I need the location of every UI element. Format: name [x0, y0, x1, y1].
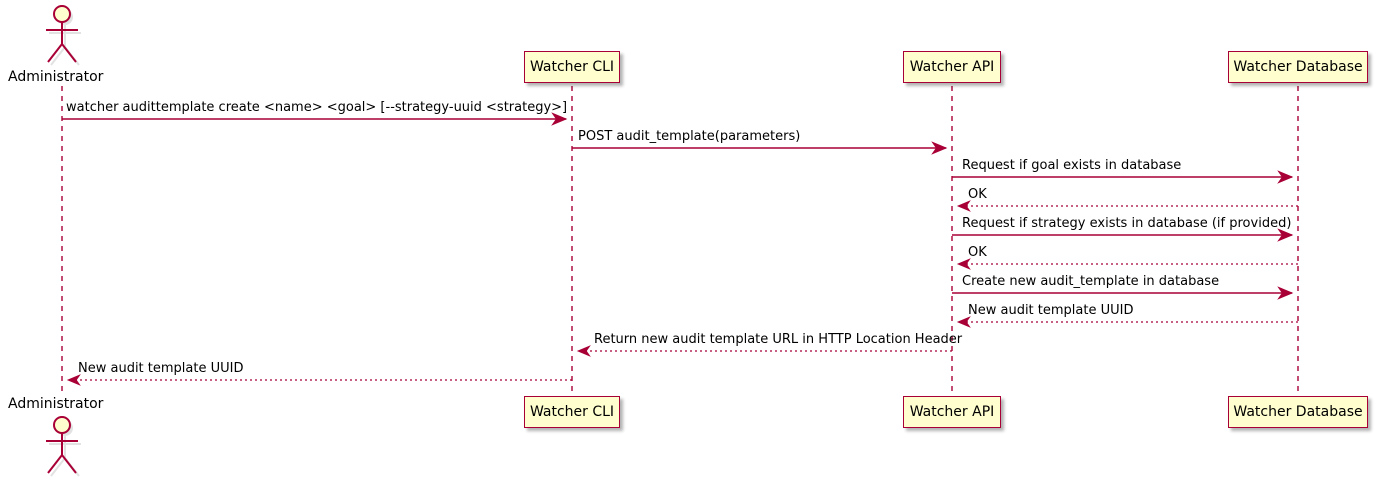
participant-box-watcher-api-bottom[interactable]: Watcher API [903, 396, 1001, 428]
message-label-3: Request if goal exists in database [962, 158, 1182, 173]
message-label-8: New audit template UUID [968, 303, 1134, 318]
participant-label: Watcher CLI [529, 59, 615, 75]
message-label-6: OK [968, 245, 987, 260]
lifelines [61, 86, 1299, 396]
message-label-5: Request if strategy exists in database (… [962, 216, 1292, 231]
participant-label: Watcher API [909, 404, 995, 420]
participant-box-watcher-cli-top[interactable]: Watcher CLI [524, 51, 620, 83]
message-label-7: Create new audit_template in database [962, 274, 1220, 289]
actor-label-administrator-bottom: Administrator [8, 396, 104, 412]
actor-label-administrator-top: Administrator [8, 69, 104, 85]
message-label-1: watcher audittemplate create <name> <goa… [66, 100, 568, 115]
participant-label: Watcher Database [1233, 59, 1363, 75]
participant-label: Watcher CLI [529, 404, 615, 420]
participant-box-watcher-database-top[interactable]: Watcher Database [1228, 51, 1368, 83]
message-label-10: New audit template UUID [78, 361, 244, 376]
participant-box-watcher-database-bottom[interactable]: Watcher Database [1228, 396, 1368, 428]
message-label-9: Return new audit template URL in HTTP Lo… [594, 332, 963, 347]
message-label-4: OK [968, 187, 987, 202]
participant-box-watcher-api-top[interactable]: Watcher API [903, 51, 1001, 83]
participant-box-watcher-cli-bottom[interactable]: Watcher CLI [524, 396, 620, 428]
message-label-2: POST audit_template(parameters) [578, 129, 801, 144]
participant-label: Watcher API [909, 59, 995, 75]
actor-administrator-bottom [46, 416, 81, 477]
actor-administrator-top [46, 5, 81, 66]
message-arrows [62, 112, 1298, 386]
participant-label: Watcher Database [1233, 404, 1363, 420]
